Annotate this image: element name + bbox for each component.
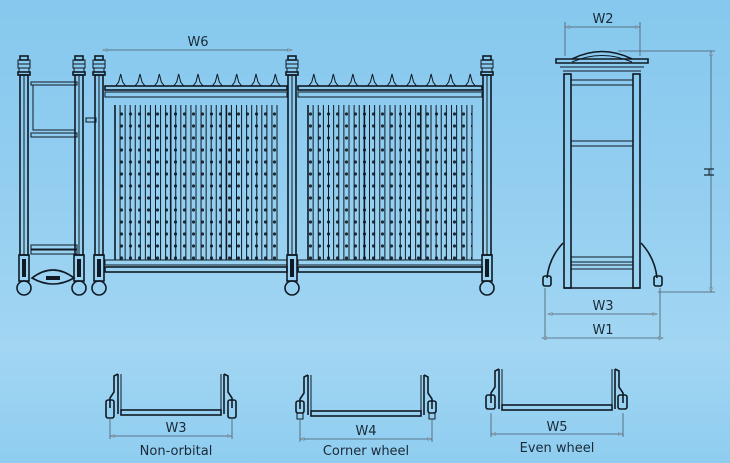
side-right-wheel: [653, 275, 663, 287]
spike: [211, 73, 224, 87]
wheel-icon: [284, 280, 300, 296]
front-post-4: [284, 55, 300, 296]
spike: [405, 73, 418, 87]
gate-panel-left: [104, 73, 288, 273]
spike: [192, 73, 204, 87]
side-view: W2 H W3 W1: [541, 12, 715, 340]
spike: [425, 73, 438, 87]
front-post-2: [71, 55, 87, 296]
w3-label: W3: [592, 299, 613, 314]
spike: [464, 73, 477, 87]
spike: [134, 73, 146, 87]
wheel-icon: [71, 280, 87, 296]
wheel-icon: [485, 394, 496, 410]
spike: [386, 73, 398, 87]
wheel-icon: [617, 394, 628, 410]
wheel-dim-label-w5: W5: [546, 420, 567, 435]
wheel-type-corner-wheel: [295, 374, 437, 442]
wheel-icon: [479, 280, 495, 296]
wheel-dim-label-w4: W4: [355, 424, 376, 439]
w2-label: W2: [592, 12, 613, 27]
side-right-post: [632, 73, 641, 289]
spike: [250, 73, 262, 87]
wheel-caption-non-orbital: Non-orbital: [140, 444, 213, 459]
wheel-type-even-wheel: [485, 368, 628, 437]
wheel-caption-corner: Corner wheel: [323, 444, 409, 459]
w1-label: W1: [592, 323, 613, 338]
folded-gate-frame: [30, 81, 97, 285]
front-view: W6: [16, 35, 495, 296]
spike: [327, 73, 340, 87]
spike: [269, 73, 282, 87]
spike: [153, 73, 166, 87]
front-post-1: [16, 55, 32, 296]
spike: [444, 73, 457, 87]
spike: [172, 73, 185, 87]
spike: [346, 73, 359, 87]
side-left-post: [563, 73, 572, 289]
wheel-caption-even: Even wheel: [520, 441, 595, 456]
side-top-cap: [555, 58, 649, 64]
side-arch: [571, 50, 633, 60]
h-label: H: [700, 167, 715, 177]
gate-panel-right: [297, 73, 483, 273]
spike: [114, 73, 127, 87]
wheel-icon: [16, 280, 32, 296]
spike: [230, 73, 243, 87]
wheel-dim-label-w3: W3: [165, 421, 186, 436]
front-post-3: [91, 55, 107, 296]
wheel-icon: [91, 280, 107, 296]
spike: [366, 73, 379, 87]
wheel-type-non-orbital: [105, 373, 237, 439]
spike: [307, 73, 320, 87]
side-left-wheel: [542, 275, 552, 287]
front-post-5: [479, 55, 495, 296]
wheel-icon: [295, 400, 305, 414]
w6-label: W6: [187, 35, 208, 50]
wheel-icon: [427, 400, 437, 414]
wheel-type-section: [105, 368, 628, 442]
